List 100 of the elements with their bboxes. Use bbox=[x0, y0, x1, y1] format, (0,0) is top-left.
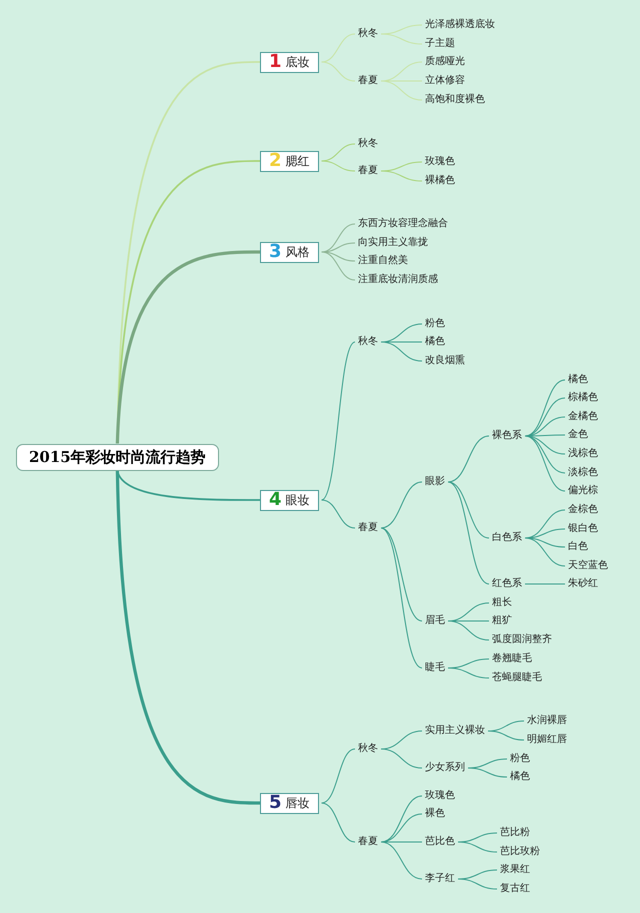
branch-line bbox=[380, 528, 422, 622]
topic-label: 春夏 bbox=[358, 521, 378, 535]
topic-label: 唇妆 bbox=[286, 794, 310, 812]
topic-label: 向实用主义靠拢 bbox=[358, 236, 428, 250]
branch-line bbox=[116, 470, 260, 805]
topic-label: 弧度圆润整齐 bbox=[492, 633, 552, 647]
topic-label: 金棕色 bbox=[568, 503, 598, 517]
topic-label: 卷翘睫毛 bbox=[492, 652, 532, 666]
topic-label: 玫瑰色 bbox=[425, 789, 455, 803]
topic-label: 眼妆 bbox=[286, 492, 310, 508]
topic-number: 2 bbox=[269, 151, 282, 171]
branch-line bbox=[321, 34, 356, 62]
topic-label: 橘色 bbox=[425, 335, 445, 349]
branch-line bbox=[380, 528, 422, 668]
topic-number: 3 bbox=[269, 242, 282, 262]
branch-line bbox=[380, 842, 422, 880]
branch-line bbox=[524, 436, 566, 492]
topic-box bbox=[260, 242, 319, 262]
branch-line bbox=[458, 878, 498, 890]
topic-box bbox=[260, 490, 319, 510]
topic-label: 春夏 bbox=[358, 835, 378, 849]
topic-label: 白色 bbox=[568, 540, 588, 554]
topic-label: 风格 bbox=[286, 244, 310, 260]
topic-label: 芭比色 bbox=[425, 835, 455, 849]
topic-label: 芭比玫粉 bbox=[500, 845, 540, 859]
topic-label: 腮红 bbox=[286, 152, 310, 170]
topic-number: 1 bbox=[269, 52, 282, 72]
topic-label: 橘色 bbox=[568, 373, 588, 387]
topic-label: 少女系列 bbox=[425, 761, 465, 775]
branch-line bbox=[448, 620, 490, 640]
branch-line bbox=[524, 436, 566, 454]
branch-line bbox=[321, 802, 356, 842]
topic-label: 偏光棕 bbox=[568, 484, 598, 498]
topic-label: 立体修容 bbox=[425, 74, 465, 88]
branch-line bbox=[524, 398, 566, 436]
topic-label: 底妆 bbox=[286, 54, 310, 70]
topic-label: 改良烟熏 bbox=[425, 354, 465, 368]
topic-label: 金色 bbox=[568, 428, 588, 442]
topic-label: 春夏 bbox=[358, 164, 378, 178]
topic-label: 裸色 bbox=[425, 807, 445, 821]
topic-label: 秋冬 bbox=[358, 137, 378, 151]
branch-line bbox=[448, 482, 490, 584]
topic-label: 粗犷 bbox=[492, 614, 512, 628]
topic-label: 光泽感裸透底妆 bbox=[425, 18, 495, 32]
branch-line bbox=[488, 730, 524, 740]
topic-label: 高饱和度裸色 bbox=[425, 93, 485, 107]
topic-box bbox=[260, 150, 319, 172]
topic-number: 4 bbox=[269, 490, 282, 510]
topic-label: 玫瑰色 bbox=[425, 155, 455, 169]
topic-label: 苍蝇腿睫毛 bbox=[492, 671, 542, 685]
topic-label: 粉色 bbox=[510, 752, 530, 766]
topic-label: 金橘色 bbox=[568, 410, 598, 424]
topic-label: 棕橘色 bbox=[568, 391, 598, 405]
topic-number: 5 bbox=[269, 793, 282, 813]
branch-line bbox=[321, 252, 356, 280]
topic-label: 实用主义裸妆 bbox=[425, 724, 485, 738]
branch-line bbox=[458, 842, 498, 852]
topic-label: 裸色系 bbox=[492, 429, 522, 443]
topic-label: 注重底妆清润质感 bbox=[358, 273, 438, 287]
topic-label: 芭比粉 bbox=[500, 826, 530, 840]
branch-line bbox=[321, 62, 356, 82]
topic-label: 秋冬 bbox=[358, 335, 378, 349]
branch-line bbox=[321, 160, 356, 172]
topic-box bbox=[260, 792, 319, 814]
branch-line bbox=[321, 224, 356, 252]
topic-label: 粗长 bbox=[492, 596, 512, 610]
topic-label: 注重自然美 bbox=[358, 254, 408, 268]
branch-line bbox=[380, 482, 422, 528]
branch-line bbox=[380, 170, 422, 182]
branch-line bbox=[321, 252, 356, 262]
topic-label: 银白色 bbox=[568, 522, 598, 536]
topic-label: 复古红 bbox=[500, 882, 530, 896]
branch-line bbox=[116, 250, 260, 444]
branch-line bbox=[321, 500, 356, 528]
branch-line bbox=[524, 436, 566, 474]
topic-box bbox=[260, 52, 319, 72]
topic-label: 白色系 bbox=[492, 531, 522, 545]
branch-line bbox=[448, 436, 490, 482]
branch-line bbox=[380, 796, 422, 842]
topic-label: 东西方妆容理念融合 bbox=[358, 217, 448, 231]
topic-label: 天空蓝色 bbox=[568, 559, 608, 573]
topic-label: 明媚红唇 bbox=[527, 733, 567, 747]
topic-label: 浆果红 bbox=[500, 863, 530, 877]
topic-label: 秋冬 bbox=[358, 27, 378, 41]
branch-line bbox=[321, 748, 356, 804]
topic-label: 粉色 bbox=[425, 317, 445, 331]
central-topic-box: 2015年彩妆时尚流行趋势 bbox=[16, 444, 219, 470]
topic-label: 睫毛 bbox=[425, 661, 445, 675]
branch-line bbox=[524, 538, 566, 566]
topic-label: 李子红 bbox=[425, 872, 455, 886]
branch-line bbox=[321, 342, 356, 500]
branch-line bbox=[380, 80, 422, 100]
topic-label: 秋冬 bbox=[358, 742, 378, 756]
topic-label: 质感哑光 bbox=[425, 55, 465, 69]
branch-line bbox=[468, 768, 508, 778]
topic-label: 水润裸唇 bbox=[527, 714, 567, 728]
branch-line bbox=[380, 748, 422, 768]
topic-label: 橘色 bbox=[510, 770, 530, 784]
topic-label: 裸橘色 bbox=[425, 174, 455, 188]
topic-label: 朱砂红 bbox=[568, 577, 598, 591]
